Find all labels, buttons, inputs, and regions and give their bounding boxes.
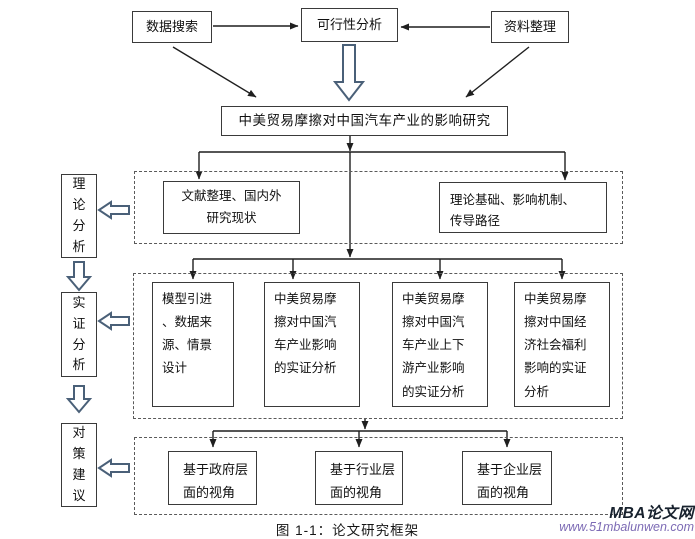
theory-stage-container	[134, 171, 623, 244]
box-data-search: 数据搜索	[132, 11, 212, 43]
block-arrow-left-empirical	[97, 311, 130, 331]
main-topic-box: 中美贸易摩擦对中国汽车产业的影响研究	[221, 106, 508, 136]
box-feasibility-analysis: 可行性分析	[301, 8, 398, 42]
watermark-url: www.51mbalunwen.com	[559, 520, 694, 534]
stage-policy-label: 对策建议	[72, 425, 86, 503]
policy-stage-container	[134, 437, 623, 515]
stage-policy-suggestions: 对策建议	[61, 423, 97, 507]
theory-connectors	[195, 136, 569, 258]
top-arrows	[172, 22, 530, 98]
box-theory-basis: 理论基础、影响机制、 传导路径	[439, 182, 607, 233]
figure-caption: 图 1-1：论文研究框架	[275, 523, 420, 538]
box-literature-review: 文献整理、国内外 研究现状	[163, 181, 300, 234]
block-arrow-down-stage2	[65, 385, 93, 414]
box-welfare-empirical: 中美贸易摩 擦对中国经 济社会福利 影响的实证 分析	[514, 282, 610, 407]
block-arrow-down-stage1	[65, 261, 93, 292]
box-auto-industry-empirical: 中美贸易摩 擦对中国汽 车产业影响 的实证分析	[264, 282, 360, 407]
policy-connectors	[209, 419, 511, 448]
block-arrow-down-feasibility	[332, 44, 366, 102]
box-updownstream-empirical: 中美贸易摩 擦对中国汽 车产业上下 游产业影响 的实证分析	[392, 282, 488, 407]
block-arrow-left-policy	[97, 458, 130, 478]
box-material-sorting: 资料整理	[491, 11, 569, 43]
watermark-brand: MBA论文网	[609, 505, 694, 522]
stage-empirical-label: 实证分析	[72, 294, 86, 373]
stage-theory-label: 理论分析	[72, 176, 86, 254]
box-enterprise-perspective: 基于企业层 面的视角	[462, 451, 552, 505]
box-model-introduction: 模型引进 、数据来 源、情景 设计	[152, 282, 234, 407]
stage-empirical-analysis: 实证分析	[61, 292, 97, 377]
empirical-connectors	[189, 258, 566, 280]
empirical-stage-container	[133, 273, 623, 419]
box-industry-perspective: 基于行业层 面的视角	[315, 451, 403, 505]
block-arrow-left-theory	[97, 200, 130, 220]
stage-theory-analysis: 理论分析	[61, 174, 97, 258]
box-government-perspective: 基于政府层 面的视角	[168, 451, 257, 505]
